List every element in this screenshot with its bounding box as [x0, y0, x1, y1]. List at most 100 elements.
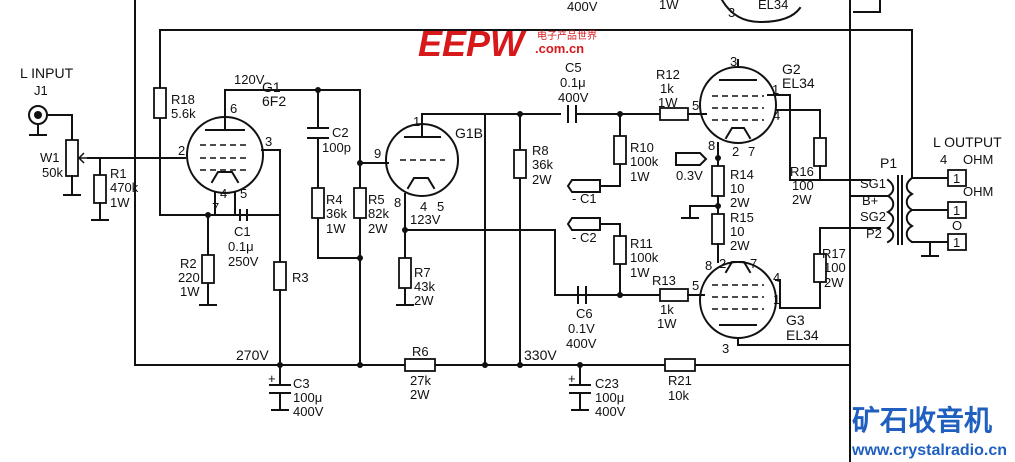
- c2-value: 100p: [322, 140, 351, 155]
- r8-resistor: [513, 149, 527, 179]
- g1-pin5: 5: [240, 186, 247, 201]
- output-ohm8: OHM: [963, 184, 993, 199]
- output-label: L OUTPUT: [933, 134, 1002, 150]
- top-partial-value: 400V: [567, 0, 598, 14]
- r12-name: R12: [656, 67, 680, 82]
- c2-capacitor: [307, 127, 329, 139]
- r5-value: 82k: [368, 206, 389, 221]
- g1b-cathode-dot: [402, 227, 408, 233]
- r18-resistor: [153, 87, 167, 119]
- r8-value: 36k: [532, 157, 553, 172]
- r13-name: R13: [652, 273, 676, 288]
- r5-name: R5: [368, 192, 385, 207]
- r16-resistor: [813, 137, 827, 167]
- node-r5-dot: [357, 362, 363, 368]
- r18-name: R18: [171, 92, 195, 107]
- r4-value: 36k: [326, 206, 347, 221]
- r10-value: 100k: [630, 154, 659, 169]
- c3-name: C3: [293, 376, 310, 391]
- r12-power: 1W: [658, 95, 678, 110]
- g3-type: EL34: [786, 327, 819, 343]
- c5-name: C5: [565, 60, 582, 75]
- c5-capacitor: [567, 105, 661, 123]
- r12-value: 1k: [660, 81, 674, 96]
- c6-voltage: 400V: [566, 336, 597, 351]
- site-cn-logo: 矿石收音机: [852, 404, 992, 437]
- g1b-cathode: [406, 177, 436, 190]
- node330-dot: [517, 362, 523, 368]
- c3-capacitor: [269, 384, 291, 411]
- r21-name: R21: [668, 373, 692, 388]
- bias-c2-terminal: [566, 217, 601, 231]
- c23-voltage: 400V: [595, 404, 626, 419]
- g2-pin2: 2: [732, 144, 739, 159]
- g3-pin3: 3: [722, 341, 729, 356]
- ground-rail: [134, 0, 851, 366]
- w1-value: 50k: [42, 165, 63, 180]
- top-partial-wires: [720, 0, 881, 24]
- g3-pin2: 2: [719, 256, 726, 271]
- r6-value: 27k: [410, 373, 431, 388]
- r1-power: 1W: [110, 195, 130, 210]
- r14-value: 10: [730, 181, 744, 196]
- g3-tube-envelope: [699, 261, 777, 339]
- r13-resistor: [659, 288, 689, 302]
- r15-name: R15: [730, 210, 754, 225]
- g1b-pin4: 4: [420, 199, 427, 214]
- cathode-ground: [681, 205, 719, 219]
- top-partial-tube: EL34: [758, 0, 788, 12]
- r6-resistor: [404, 358, 436, 372]
- node270-dot: [277, 362, 283, 368]
- g1-cathode: [210, 171, 240, 184]
- g1-pin7: 7: [212, 200, 219, 215]
- g1b-pin5: 5: [437, 199, 444, 214]
- site-url: www.crystalradio.cn: [851, 442, 1007, 459]
- output-terminal-3: [947, 233, 967, 251]
- output-terminal-1: [947, 169, 967, 187]
- g2-cathode: [724, 127, 752, 140]
- r2-value: 220: [178, 270, 200, 285]
- g1-pin2: 2: [178, 143, 185, 158]
- r16-name: R16: [790, 164, 814, 179]
- node270-label: 270V: [236, 347, 269, 363]
- c23-value: 100μ: [595, 390, 624, 405]
- trafo-name: P1: [880, 155, 897, 171]
- g3-grids: [712, 284, 764, 310]
- g1-pin6: 6: [230, 101, 237, 116]
- c5-voltage: 400V: [558, 90, 589, 105]
- r2-power: 1W: [180, 284, 200, 299]
- r17-name: R17: [822, 246, 846, 261]
- g2-pin5: 5: [692, 98, 699, 113]
- g1-screen-lead: [261, 149, 281, 263]
- g2-pin8: 8: [708, 138, 715, 153]
- r4-resistor: [311, 187, 325, 219]
- r14-power: 2W: [730, 195, 750, 210]
- r7-name: R7: [414, 265, 431, 280]
- r11-value: 100k: [630, 250, 659, 265]
- g3-screen-wire: [775, 279, 821, 309]
- probe-voltage: 0.3V: [676, 168, 703, 183]
- r3-resistor: [273, 261, 287, 291]
- jack-label: J1: [34, 83, 48, 98]
- g1-pin3: 3: [265, 134, 272, 149]
- trafo-core: [897, 175, 903, 245]
- r7-value: 43k: [414, 279, 435, 294]
- output-tap4: 4: [940, 152, 947, 167]
- r5-node-dot: [357, 255, 363, 261]
- r5-resistor: [353, 187, 367, 219]
- r14-resistor: [711, 165, 725, 197]
- node120-label: 120V: [234, 72, 265, 87]
- g2-tube-envelope: [699, 66, 777, 144]
- r15-power: 2W: [730, 238, 750, 253]
- r2-wires: [199, 214, 217, 306]
- r2-node-dot: [205, 212, 211, 218]
- r2-resistor: [201, 254, 215, 284]
- output-term2-label: 1: [953, 203, 960, 218]
- g2-pin1: 1: [772, 82, 779, 97]
- r16-value: 100: [792, 178, 814, 193]
- r2-name: R2: [180, 256, 197, 271]
- g1b-plate-wire: [421, 113, 561, 138]
- g1b-cathode-wire: [404, 229, 576, 296]
- node-mid-dot: [482, 362, 488, 368]
- g2-pin7: 7: [748, 144, 755, 159]
